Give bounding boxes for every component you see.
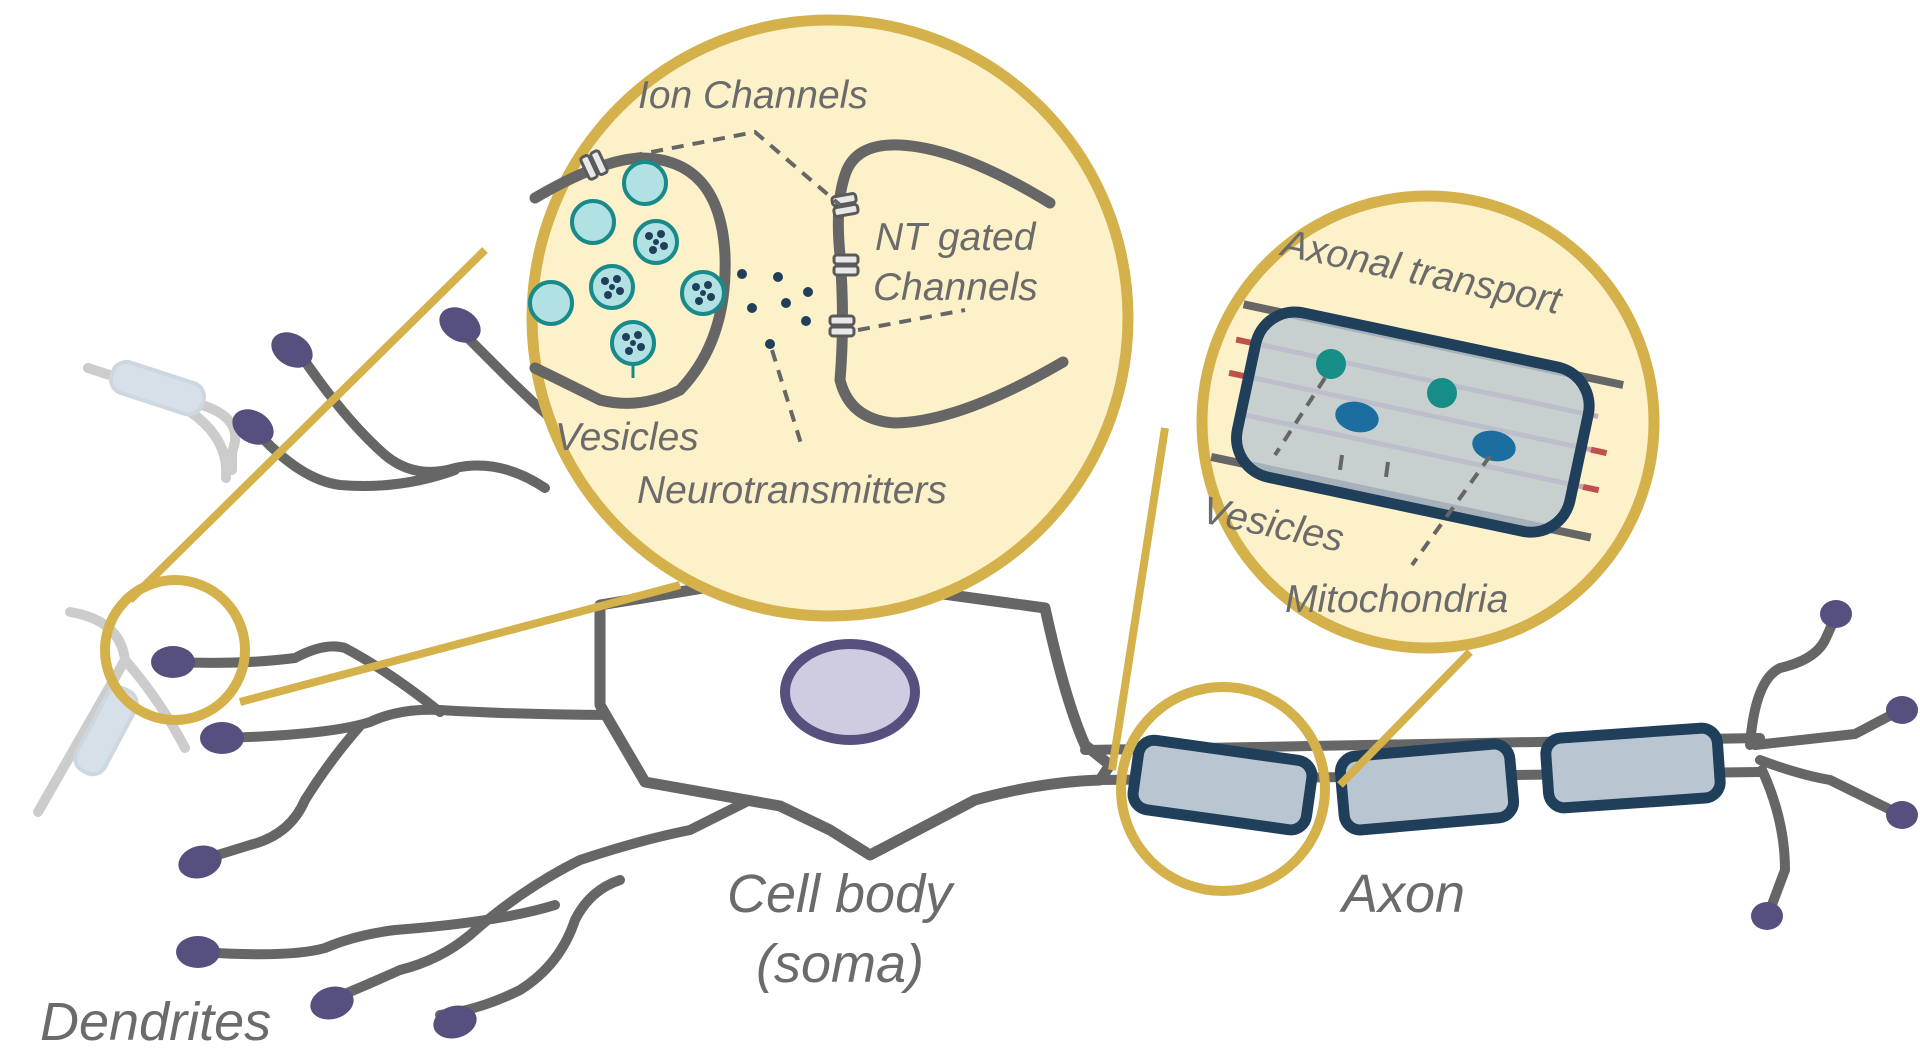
zoom-connectors [127,247,1473,788]
neurotransmitter [781,298,791,308]
neighbour-neuron-fragment-left [33,607,190,817]
neurotransmitter [737,269,747,279]
axon-terminal-button [1886,696,1918,724]
vesicle-filled [589,264,635,310]
axon-terminal-buttons [1751,600,1918,930]
soma-label: (soma) [756,934,924,994]
mitochondria-label: Mitochondria [1285,578,1508,621]
mitochondria [1335,401,1516,462]
ion-channel [579,149,609,181]
neurotransmitter [765,339,775,349]
ion-channel [828,314,856,338]
mitochondrion [1472,430,1516,462]
myelin-sheath [1127,734,1318,836]
filled-vesicles [589,219,726,378]
vesicle [570,199,616,245]
transport-ticks [1338,454,1390,478]
axon-terminal-button [1751,902,1783,930]
vesicle [528,280,574,326]
vesicle-filled [633,219,679,265]
dendrite-tip [178,845,222,879]
synapse-zoom-origin [100,575,250,725]
ion-channel [832,253,860,277]
empty-vesicles [528,160,668,326]
neurotransmitters-label: Neurotransmitters [637,469,947,512]
neurotransmitter [747,303,757,313]
dendrite-tip [439,307,481,343]
node-markers [1228,336,1608,494]
axon-label: Axon [1339,864,1465,924]
axonal-transport-zoom-panel: Axonal transport Vesicles Mitochondria [1196,190,1660,654]
ion-channel [830,192,860,218]
neurotransmitter-molecules [737,269,813,349]
myelin-sheath [1540,722,1726,814]
transport-vesicle [1316,349,1346,379]
neurotransmitter [801,316,811,326]
transport-vesicle [1427,378,1457,408]
dendrite-tip [310,986,354,1020]
axon-terminal-button [1820,600,1852,628]
synapse-leader-lines [609,129,966,451]
transport-vesicles [1316,349,1457,408]
nt-gated-channels-label-line1: NT gated [875,216,1037,259]
neurotransmitter [803,287,813,297]
dendrite-tip [433,1005,477,1039]
dendrite-tip [151,646,195,678]
myelin-sheaths [1127,722,1726,836]
vesicle [622,160,668,206]
ion-channels-label: Ion Channels [638,74,868,117]
axon-zoom-origin [1116,682,1330,896]
neurotransmitter [773,272,783,282]
dendrite-tip [271,332,313,368]
synapse-vesicles-label: Vesicles [555,416,699,459]
synapse-zoom-panel: Ion Channels NT gated Channels Vesicles … [526,14,1134,622]
myelin-sheath [1334,738,1520,836]
nt-gated-channels-label-line2: Channels [873,266,1038,309]
dendrite-tip [200,722,244,754]
mitochondrion [1335,401,1379,433]
dendrite-tip [232,409,274,445]
axon-terminals [1745,613,1900,915]
nucleus [780,639,920,745]
neighbour-neuron-fragment-top [83,359,241,483]
vesicle-filled [610,320,656,378]
dendrite-tips [151,307,481,1039]
cell-body-label: Cell body [727,864,955,924]
axon-leader-lines [1273,376,1492,567]
dendrites-label: Dendrites [40,992,271,1050]
vesicle-filled [680,270,726,316]
axon-terminal-button [1886,801,1918,829]
dendrite-tip [176,936,220,968]
